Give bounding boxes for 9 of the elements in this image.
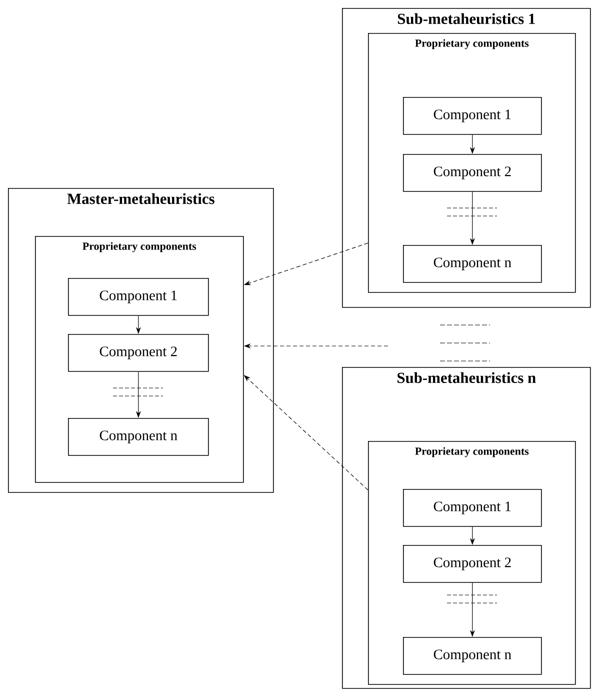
component-box: Component 2 <box>403 545 542 583</box>
component-box: Component 1 <box>68 278 209 316</box>
component-box: Component 1 <box>403 97 542 135</box>
component-box: Component n <box>403 637 542 675</box>
component-box: Component 2 <box>68 334 209 372</box>
component-box: Component n <box>403 245 542 283</box>
component-box: Component n <box>68 418 209 456</box>
component-box: Component 1 <box>403 489 542 527</box>
component-box: Component 2 <box>403 154 542 192</box>
